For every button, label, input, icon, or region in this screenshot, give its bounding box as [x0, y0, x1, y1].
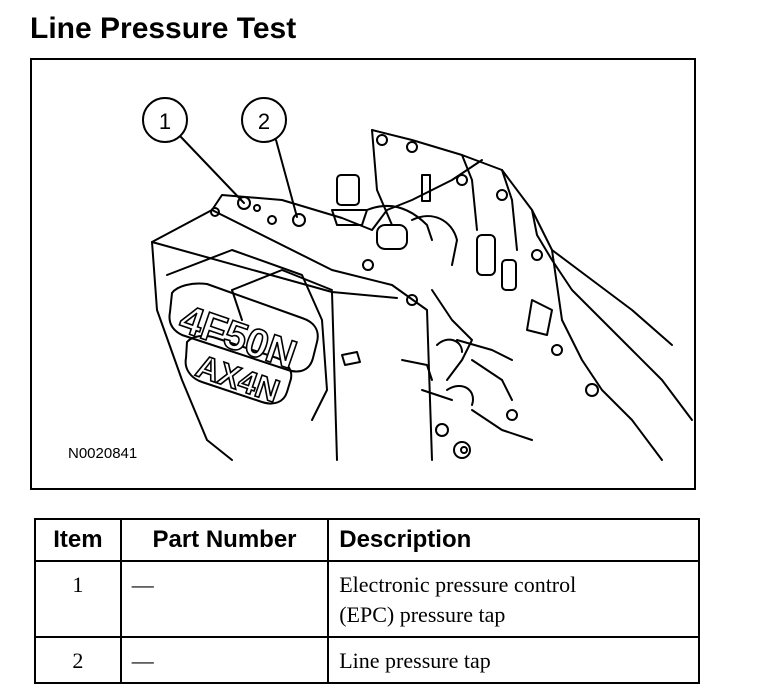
page-title: Line Pressure Test — [30, 12, 297, 45]
row-2-part-number: — — [119, 636, 330, 684]
table-row: 1 — Electronic pressure control (EPC) pr… — [34, 560, 700, 638]
row-2-description-line1: Line pressure tap — [339, 648, 491, 673]
table-row: 2 — Line pressure tap — [34, 636, 700, 684]
transmission-drawing: 4F50N AX4N 1 2 — [142, 97, 693, 461]
figure-reference-code: N0020841 — [68, 445, 138, 462]
row-1-item: 1 — [34, 560, 122, 638]
row-1-description: Electronic pressure control (EPC) pressu… — [327, 560, 700, 638]
row-2-item: 2 — [34, 636, 122, 684]
row-1-description-line1: Electronic pressure control — [339, 572, 577, 597]
callout-1-label: 1 — [159, 109, 171, 134]
callout-2: 2 — [241, 97, 287, 143]
callout-2-label: 2 — [258, 109, 270, 134]
callout-1: 1 — [142, 97, 188, 143]
row-2-description: Line pressure tap — [327, 636, 700, 684]
header-description: Description — [327, 518, 700, 562]
parts-table: Item Part Number Description 1 — Electro… — [34, 518, 700, 684]
case-outline — [151, 209, 433, 461]
row-1-description-line2: (EPC) pressure tap — [339, 602, 506, 627]
table-header-row: Item Part Number Description — [34, 518, 700, 562]
header-part-number: Part Number — [119, 518, 330, 562]
row-1-part-number: — — [119, 560, 330, 638]
transmission-illustration: 4F50N AX4N 1 2 N0020841 — [30, 58, 696, 490]
header-item: Item — [34, 518, 122, 562]
